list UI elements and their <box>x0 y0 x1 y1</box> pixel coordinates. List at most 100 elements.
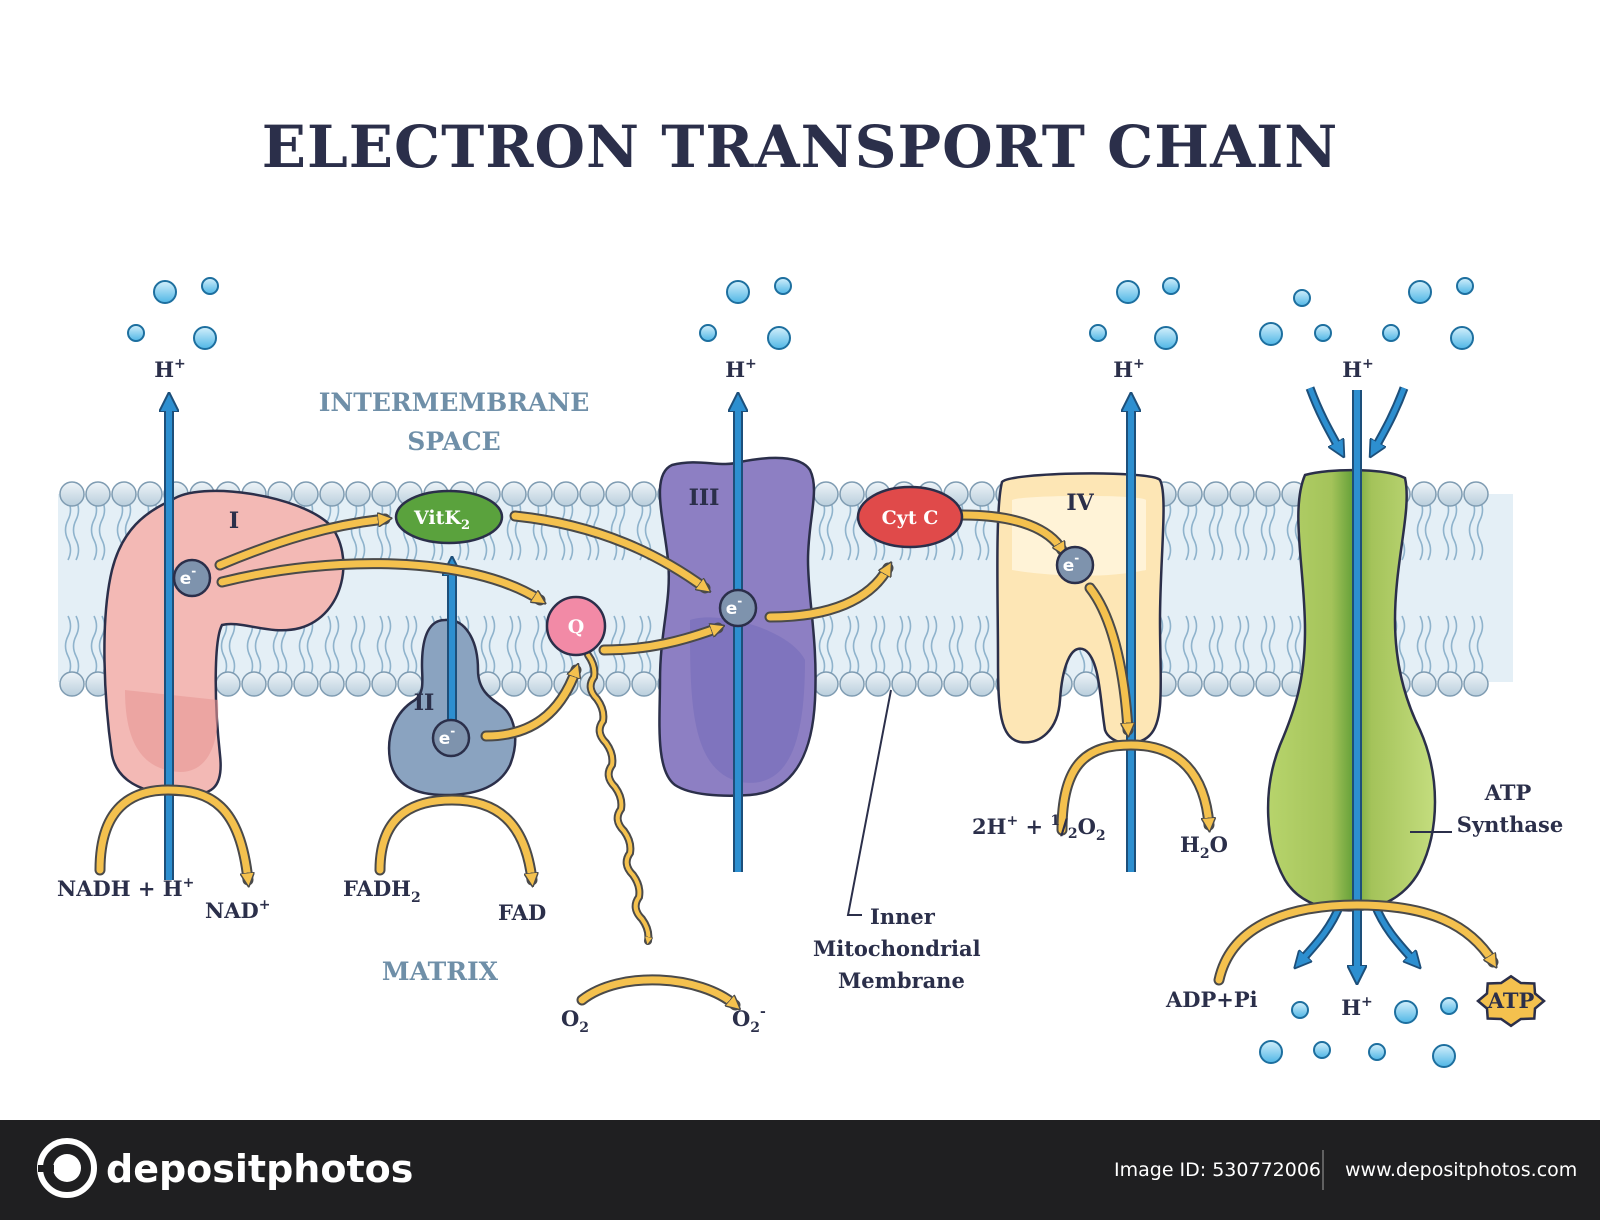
phospholipid-head <box>1411 481 1437 507</box>
lipid-tail-pair <box>506 615 522 677</box>
electron-icon: e- <box>431 718 471 758</box>
nadh-label: NADH + H+ <box>57 875 194 901</box>
proton-bubble <box>774 277 792 295</box>
lipid-tail-pair <box>506 499 522 561</box>
lipid-tail-pair <box>818 499 834 561</box>
phospholipid-head <box>1203 481 1229 507</box>
phospholipid-head <box>59 481 85 507</box>
lipid-tail-pair <box>922 615 938 677</box>
proton-bubble <box>1394 1000 1418 1024</box>
lipid-tail-pair <box>324 615 340 677</box>
phospholipid-head <box>267 671 293 697</box>
phospholipid-head <box>1463 671 1489 697</box>
atp-synthase-callout: ATP Synthase <box>1410 780 1563 837</box>
phospholipid-head <box>605 671 631 697</box>
lipid-tail-pair <box>1260 499 1276 561</box>
lipid-tail-pair <box>844 615 860 677</box>
electron-flow-arrow <box>958 511 1062 550</box>
electron-flow-arrow <box>216 519 385 569</box>
atp-synthase-label-line1: ATP <box>1484 780 1532 805</box>
lipid-tail-pair <box>220 615 236 677</box>
electron-flow-arrow <box>218 560 540 600</box>
phospholipid-head <box>111 481 137 507</box>
phospholipid-head <box>943 671 969 697</box>
lipid-tail-pair <box>64 615 80 677</box>
complex-iii-label: III <box>689 485 720 511</box>
phospholipid-head <box>319 481 345 507</box>
footer-brand: depositphotos <box>106 1147 413 1191</box>
phospholipid-head <box>215 671 241 697</box>
lipid-tail-pair <box>402 615 418 677</box>
q-carrier: Q <box>545 595 607 657</box>
complex-ii-label: II <box>414 690 435 716</box>
phospholipid-head <box>813 481 839 507</box>
lipid-tail-pair <box>1468 499 1484 561</box>
lipid-tail-pair <box>90 499 106 561</box>
phospholipid-head <box>1411 671 1437 697</box>
oxygen-reactant-label: 2H+ + 1/2O2 <box>972 813 1106 844</box>
lipid-tail-pair <box>974 615 990 677</box>
complex-i-label: I <box>229 508 239 534</box>
footer-image-id: Image ID: 530772006 <box>1114 1159 1321 1181</box>
lipid-tail-pair <box>818 615 834 677</box>
electron-flow-arrows <box>94 509 1499 1005</box>
proton-bubble <box>1450 326 1474 350</box>
lipid-tail-pair <box>350 499 366 561</box>
phospholipid-head <box>501 481 527 507</box>
lipid-tail-pair <box>1234 499 1250 561</box>
proton-bubble <box>1382 324 1400 342</box>
lipid-tail-pair <box>1416 499 1432 561</box>
lipid-tail-pair <box>896 615 912 677</box>
electron-icon: e- <box>1055 545 1095 585</box>
electrons: e-e-e-e- <box>172 545 1095 758</box>
phospholipid-head <box>1229 671 1255 697</box>
proton-bubble <box>1368 1043 1386 1061</box>
water-label: H2O <box>1180 832 1228 862</box>
phospholipid-head <box>813 671 839 697</box>
phospholipid-head <box>839 481 865 507</box>
lipid-tail-pair <box>1208 499 1224 561</box>
fadh2-label: FADH2 <box>343 876 421 906</box>
lipid-tail-pair <box>1442 499 1458 561</box>
lipid-tail-pair <box>376 499 392 561</box>
phospholipid-head <box>371 671 397 697</box>
membrane-label-line1: Inner <box>870 904 936 929</box>
phospholipid-head <box>891 671 917 697</box>
phospholipid-head <box>293 481 319 507</box>
electron-icon: e- <box>718 588 758 628</box>
phospholipid-head <box>1229 481 1255 507</box>
adp-pi-label: ADP+Pi <box>1165 987 1258 1012</box>
title: ELECTRON TRANSPORT CHAIN <box>262 113 1339 181</box>
phospholipid-head <box>345 481 371 507</box>
electron-charge: - <box>1074 551 1079 565</box>
lipid-tail-pair <box>1234 615 1250 677</box>
phospholipid-head <box>1177 481 1203 507</box>
proton-bubble <box>1432 1044 1456 1068</box>
footer-site: www.depositphotos.com <box>1345 1159 1577 1181</box>
proton-bubble <box>1456 277 1474 295</box>
wavy-arrow-to-oxygen <box>586 653 648 941</box>
phospholipid-head <box>241 671 267 697</box>
phospholipid-head <box>553 481 579 507</box>
cytc-carrier: Cyt C <box>856 485 964 549</box>
proton-label-complex-i: H+ <box>154 356 186 382</box>
phospholipid-head <box>969 671 995 697</box>
phospholipid-head <box>1177 671 1203 697</box>
reaction-labels: NADH + H+ NAD+ FADH2 FAD O2 O2- 2H+ + 1/… <box>57 813 1258 1036</box>
vitk2-carrier: VitK2 <box>394 489 504 545</box>
phospholipid-head <box>631 671 657 697</box>
o2-label: O2 <box>561 1006 589 1036</box>
intermembrane-space-label-line1: INTERMEMBRANE <box>319 388 590 417</box>
matrix-label: MATRIX <box>382 957 499 986</box>
electron-flow-arrow <box>600 628 718 654</box>
electron-flow-arrow <box>482 670 576 740</box>
phospholipid-head <box>1255 481 1281 507</box>
lipid-tail-pair <box>1286 615 1302 677</box>
phospholipid-head <box>1463 481 1489 507</box>
phospholipid-head <box>969 481 995 507</box>
phospholipid-head <box>631 481 657 507</box>
proton-bubble <box>1408 280 1432 304</box>
phospholipid-head <box>839 671 865 697</box>
proton-bubble <box>1293 289 1311 307</box>
phospholipid-head <box>59 671 85 697</box>
